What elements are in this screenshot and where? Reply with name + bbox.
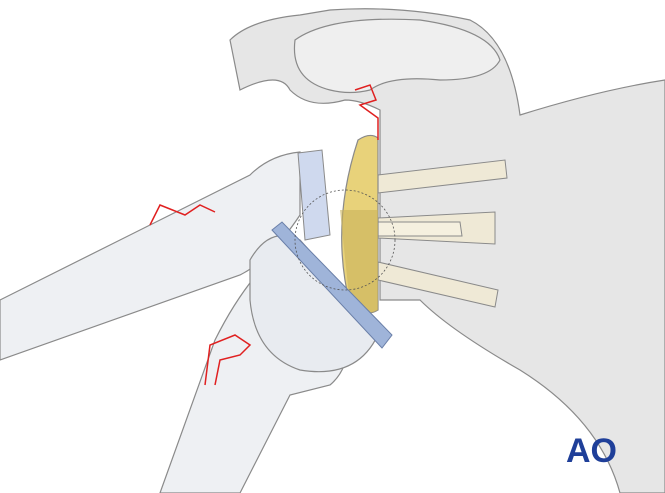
fracture-line-glenoid	[354, 84, 379, 140]
glenosphere-shadow	[340, 210, 378, 314]
dotted-arc	[294, 189, 396, 291]
ao-logo: AO	[566, 432, 617, 470]
humerus-shaft-upper	[0, 151, 301, 361]
scapula	[229, 8, 665, 493]
ao-logo-text: AO	[566, 432, 617, 470]
fracture-line-upper	[149, 204, 216, 226]
humeral-tray	[271, 221, 393, 349]
screw-central-peg	[377, 221, 463, 237]
humeral-liner	[297, 149, 331, 241]
fracture-line-lower	[204, 334, 252, 386]
acromion	[293, 18, 501, 94]
